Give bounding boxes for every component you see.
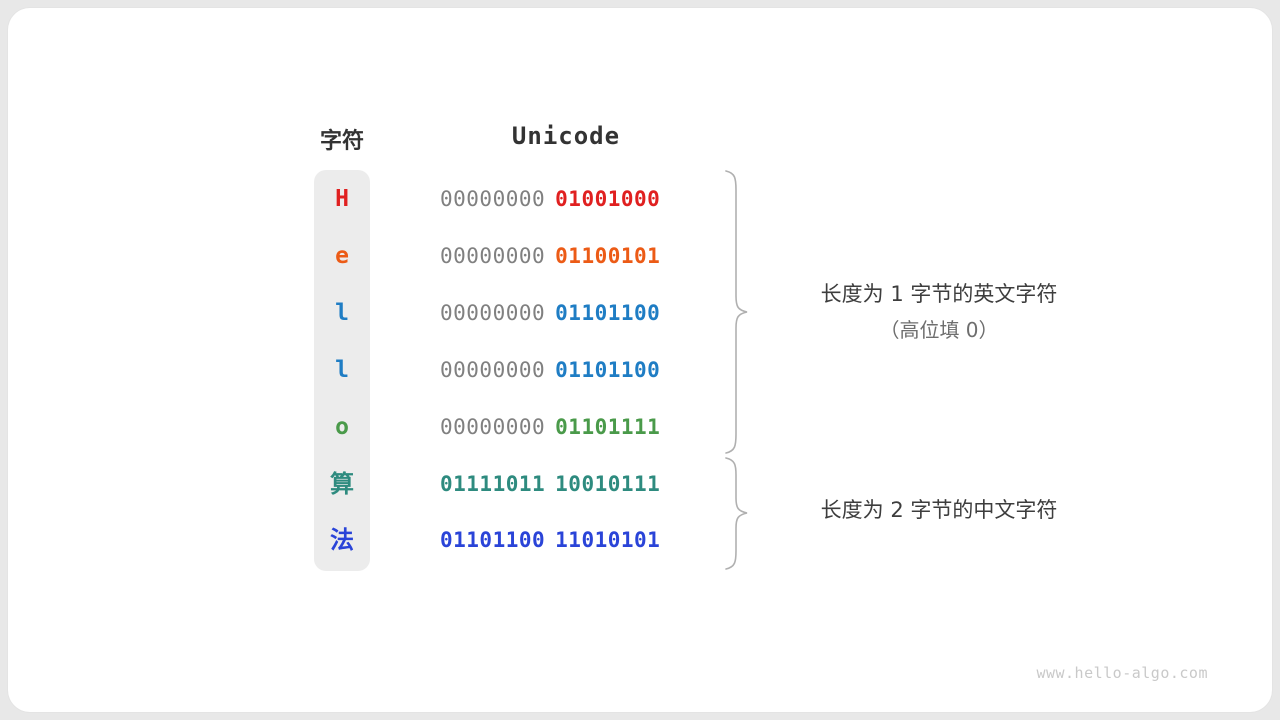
character-cell: o [335,414,349,440]
unicode-high-byte: 01101100 [440,528,546,552]
character-cell: l [335,300,349,326]
unicode-binary-row: 00000000 01101100 [440,357,696,383]
unicode-binary-row: 00000000 01001000 [440,186,696,212]
watermark: www.hello-algo.com [1036,664,1208,682]
unicode-high-byte: 00000000 [440,301,546,325]
annotation-two-byte: 长度为 2 字节的中文字符 [794,496,1084,524]
character-cell: H [335,186,349,212]
character-cell: l [335,357,349,383]
unicode-high-byte: 01111011 [440,472,546,496]
unicode-low-byte: 01001000 [555,187,661,211]
unicode-binary-row: 00000000 01101111 [440,414,696,440]
character-cell: 算 [330,470,354,498]
unicode-low-byte: 01101111 [555,415,661,439]
column-header-unicode: Unicode [511,122,621,150]
annotation-two-byte-main: 长度为 2 字节的中文字符 [820,498,1058,522]
column-header-character: 字符 [319,128,364,153]
unicode-binary-row: 01101100 11010101 [440,527,696,553]
unicode-binary-row: 00000000 01101100 [440,300,696,326]
brace-one-byte-group [724,168,750,461]
character-cell: 法 [330,526,354,554]
annotation-one-byte-sub: （高位填 0） [879,318,999,342]
unicode-low-byte: 01101100 [555,301,661,325]
unicode-low-byte: 11010101 [555,528,661,552]
unicode-low-byte: 01101100 [555,358,661,382]
annotation-one-byte: 长度为 1 字节的英文字符 （高位填 0） [794,276,1084,348]
unicode-high-byte: 00000000 [440,187,546,211]
annotation-one-byte-main: 长度为 1 字节的英文字符 [820,282,1058,306]
unicode-high-byte: 00000000 [440,415,546,439]
unicode-high-byte: 00000000 [440,358,546,382]
unicode-high-byte: 00000000 [440,244,546,268]
unicode-binary-row: 00000000 01100101 [440,243,696,269]
character-cell: e [335,243,349,269]
unicode-low-byte: 10010111 [555,472,661,496]
unicode-binary-row: 01111011 10010111 [440,471,696,497]
brace-two-byte-group [724,455,750,578]
unicode-low-byte: 01100101 [555,244,661,268]
character-column-background [314,170,370,571]
